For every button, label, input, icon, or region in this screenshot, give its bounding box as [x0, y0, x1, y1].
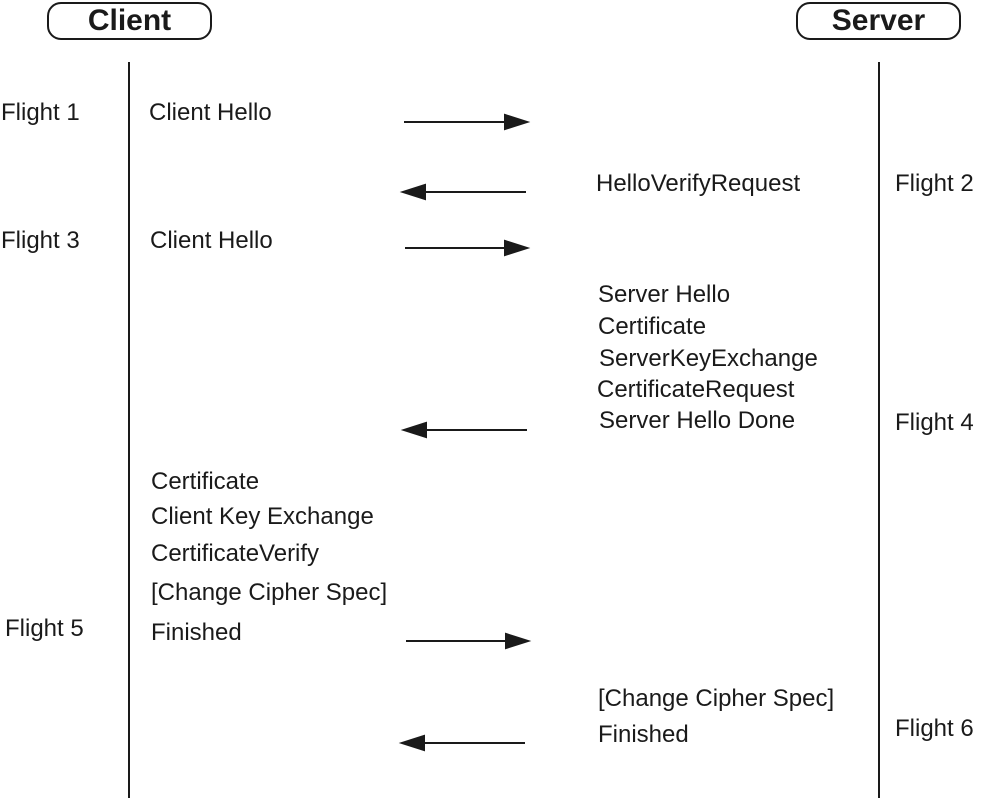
- flight-3-arrowhead: [504, 239, 531, 257]
- server-actor-label: Server: [831, 4, 926, 37]
- flight-5-message: [Change Cipher Spec]: [151, 579, 388, 606]
- flight-4-message: Server Hello Done: [599, 407, 796, 434]
- flight-6-label: Flight 6: [895, 715, 974, 742]
- flight-2-label: Flight 2: [895, 170, 974, 197]
- flight-1-label: Flight 1: [1, 99, 80, 126]
- flight-5-label: Flight 5: [5, 615, 84, 642]
- flight-5-message: Client Key Exchange: [151, 503, 374, 530]
- server-actor-box: Server: [796, 2, 961, 40]
- flight-4-message: Certificate: [598, 313, 707, 340]
- flight-4-message: CertificateRequest: [597, 376, 795, 403]
- flight-4-message: ServerKeyExchange: [599, 345, 818, 372]
- flight-2-message: HelloVerifyRequest: [596, 170, 801, 197]
- flight-4-label: Flight 4: [895, 409, 974, 436]
- flight-5-message: Finished: [151, 619, 242, 646]
- client-actor-label: Client: [87, 4, 172, 37]
- flight-4-arrowhead: [400, 421, 427, 439]
- flight-6-arrowhead: [398, 734, 425, 752]
- flight-5-message: Certificate: [151, 468, 260, 495]
- client-actor-box: Client: [47, 2, 212, 40]
- client-lifeline: [128, 62, 130, 798]
- flight-4-message: Server Hello: [598, 281, 731, 308]
- flight-1-arrowhead: [504, 113, 531, 131]
- flight-3-label: Flight 3: [1, 227, 80, 254]
- flight-5-message: CertificateVerify: [151, 540, 320, 567]
- flight-2-arrowhead: [399, 183, 426, 201]
- server-lifeline: [878, 62, 880, 798]
- flight-1-message: Client Hello: [149, 99, 272, 126]
- flight-3-message: Client Hello: [150, 227, 273, 254]
- flight-5-arrowhead: [505, 632, 532, 650]
- flight-6-message: [Change Cipher Spec]: [598, 685, 835, 712]
- flight-6-message: Finished: [598, 721, 689, 748]
